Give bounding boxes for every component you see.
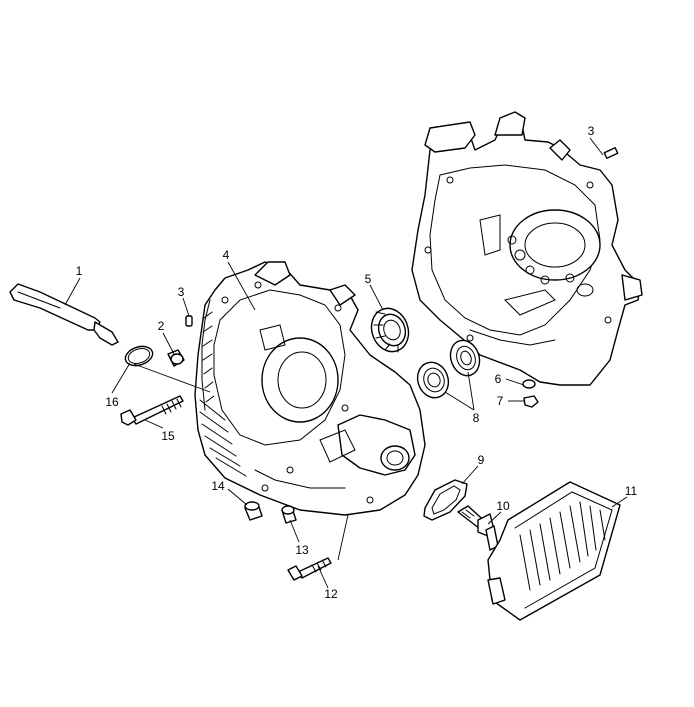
callout-5: 5 <box>365 272 372 286</box>
crankcase-half-right <box>411 111 643 386</box>
bolt-long <box>120 395 184 426</box>
callout-labels: 1 2 3 3 4 5 6 7 8 9 10 11 12 13 14 15 16 <box>76 124 638 601</box>
bearing-large <box>370 307 410 353</box>
callout-7: 7 <box>497 394 504 408</box>
callout-8: 8 <box>473 411 480 425</box>
callout-11: 11 <box>625 484 638 498</box>
dipstick <box>9 283 119 346</box>
o-ring <box>124 345 154 367</box>
callout-16: 16 <box>105 395 119 409</box>
callout-12: 12 <box>324 587 338 601</box>
callout-10: 10 <box>496 499 510 513</box>
dowel-pin-left <box>185 315 193 327</box>
bearing-pair <box>416 339 481 399</box>
callout-6: 6 <box>495 372 502 386</box>
washer <box>522 379 536 389</box>
plug <box>281 505 297 524</box>
cap <box>244 501 263 521</box>
callout-14: 14 <box>211 479 225 493</box>
bolt-short <box>287 557 332 581</box>
crankcase-half-left <box>194 261 426 516</box>
callout-9: 9 <box>478 453 485 467</box>
callout-4: 4 <box>223 248 230 262</box>
callout-15: 15 <box>161 429 175 443</box>
gasket <box>423 479 468 521</box>
fitting <box>457 505 499 551</box>
nut <box>523 395 539 408</box>
callout-3-right: 3 <box>588 124 595 138</box>
callout-13: 13 <box>295 543 309 557</box>
leader-lines <box>64 137 628 589</box>
callout-2: 2 <box>158 319 165 333</box>
bushing <box>167 349 185 367</box>
callout-3-left: 3 <box>178 285 185 299</box>
callout-1: 1 <box>76 264 83 278</box>
regulator-cover <box>487 481 621 621</box>
